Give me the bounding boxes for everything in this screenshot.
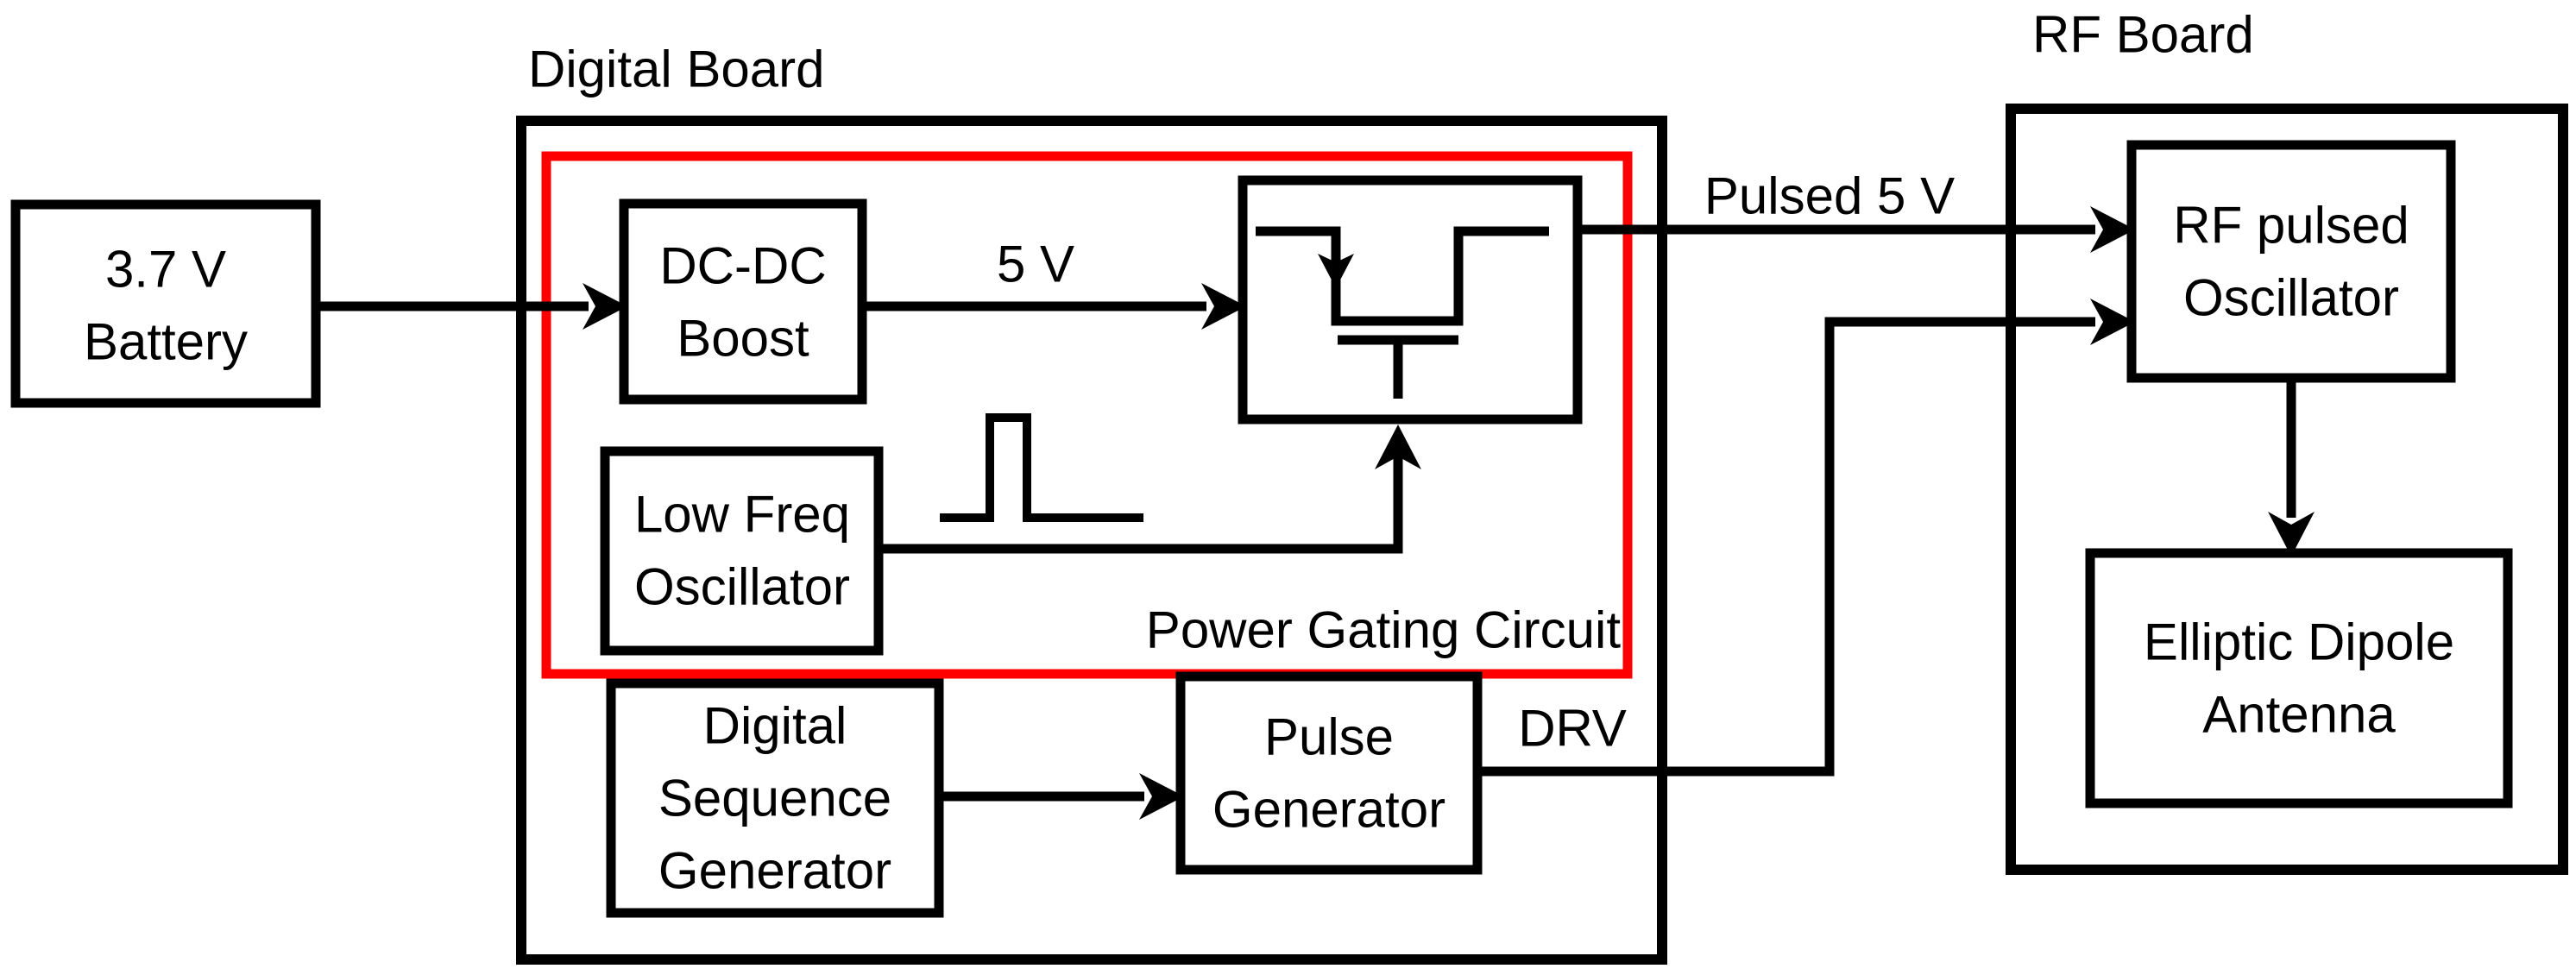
- digital-board-outline: [516, 116, 1667, 965]
- power-gating-circuit-label: Power Gating Circuit: [1146, 601, 1622, 659]
- digital-board-title: Digital Board: [528, 41, 825, 98]
- lfo-to-switch-gate-wire: [877, 449, 1403, 554]
- signal-label-pulsed-5v: Pulsed 5 V: [1704, 167, 1955, 225]
- battery-label-line1: 3.7 V: [105, 241, 226, 299]
- arrowhead-icon: [1375, 425, 1421, 469]
- antenna-label-line1: Elliptic Dipole: [2144, 613, 2454, 671]
- antenna-label-line2: Antenna: [2202, 686, 2396, 744]
- lfo-label-line1: Low Freq: [634, 486, 850, 544]
- dcdc-label-line1: DC-DC: [659, 237, 826, 295]
- pulse-generator-box: [1175, 671, 1483, 875]
- mosfet-transistor-icon: [1256, 226, 1549, 399]
- elliptic-dipole-antenna-label: Elliptic Dipole Antenna: [2144, 613, 2454, 744]
- rfo-label-line1: RF pulsed: [2173, 197, 2409, 255]
- digital-sequence-generator-box: [606, 678, 944, 918]
- mosfet-current-arrow-icon: [1318, 254, 1354, 288]
- mosfet-channel-path: [1256, 226, 1549, 326]
- dcdc-label-line2: Boost: [677, 310, 809, 368]
- rf-pulsed-oscillator-label: RF pulsed Oscillator: [2173, 197, 2409, 327]
- lfo-label-line2: Oscillator: [634, 558, 850, 616]
- dsg-label-line1: Digital: [703, 697, 847, 755]
- arrowhead-icon: [1139, 773, 1184, 820]
- arrowhead-icon: [2268, 512, 2315, 557]
- rfo-label-line2: Oscillator: [2183, 269, 2399, 327]
- pg-label-line2: Generator: [1212, 781, 1445, 839]
- battery-label: 3.7 V Battery: [84, 241, 248, 371]
- battery-box: [10, 199, 321, 408]
- pg-label-line1: Pulse: [1264, 708, 1394, 766]
- rf-board-title: RF Board: [2032, 6, 2254, 64]
- dcdc-boost-label: DC-DC Boost: [659, 237, 826, 368]
- battery-label-line2: Battery: [84, 313, 248, 371]
- signal-label-5v: 5 V: [997, 236, 1074, 293]
- dsg-label-line2: Sequence: [658, 770, 891, 827]
- pulse-generator-to-rf-oscillator-wire-drv: [1476, 317, 2095, 777]
- digital-sequence-generator-label: Digital Sequence Generator: [658, 697, 891, 900]
- arrowhead-icon: [583, 283, 627, 330]
- power-gating-circuit-region: [541, 151, 1633, 679]
- arrowhead-icon: [1201, 283, 1246, 330]
- rf-board-outline: [2006, 104, 2568, 875]
- arrowhead-icon: [2090, 299, 2135, 345]
- rf-pulsed-oscillator-box: [2126, 140, 2456, 383]
- elliptic-dipole-antenna-box: [2085, 548, 2513, 808]
- arrowhead-icon: [2090, 206, 2135, 253]
- dcdc-boost-box: [619, 198, 867, 405]
- pulse-waveform-icon: [940, 413, 1143, 522]
- power-switch-box: [1238, 175, 1583, 425]
- low-freq-oscillator-box: [600, 446, 884, 656]
- dsg-label-line3: Generator: [658, 842, 891, 900]
- low-freq-oscillator-label: Low Freq Oscillator: [634, 486, 850, 616]
- signal-label-drv: DRV: [1518, 700, 1627, 758]
- pulse-generator-label: Pulse Generator: [1212, 708, 1445, 839]
